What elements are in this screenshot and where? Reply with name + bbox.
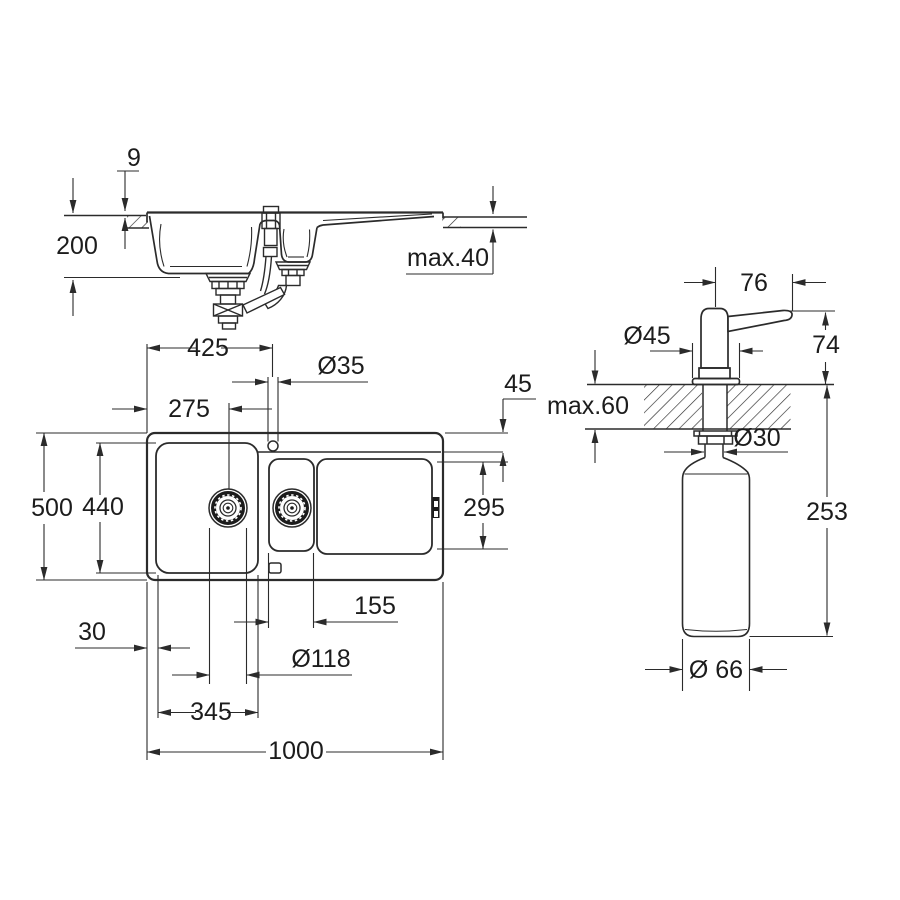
dim-overall-length: 1000 bbox=[146, 737, 444, 765]
dim-bowl-width: 345 bbox=[157, 698, 259, 726]
extension-lines bbox=[36, 344, 508, 760]
dim-bowl-depth: 200 bbox=[56, 178, 180, 316]
dim-bowl-length-label: 440 bbox=[82, 493, 124, 521]
dim-drain-cutout-dia-label: Ø118 bbox=[291, 645, 350, 673]
mounting-flange bbox=[691, 377, 741, 386]
dim-drainer-length: 295 bbox=[463, 461, 505, 550]
sink-profile bbox=[146, 211, 444, 275]
dim-bottle-dia-label: Ø 66 bbox=[689, 656, 743, 684]
dim-half-bowl-width: 155 bbox=[234, 592, 398, 626]
faucet-shank bbox=[259, 205, 281, 295]
dim-rim-height-label: 9 bbox=[127, 144, 141, 172]
faucet-hole bbox=[267, 440, 279, 452]
half-bowl-drain bbox=[272, 488, 312, 528]
drainer-area bbox=[316, 458, 433, 555]
main-bowl bbox=[155, 442, 259, 574]
dim-bowl-width-label: 345 bbox=[190, 698, 232, 726]
dim-faucet-hole-dia: Ø35 bbox=[232, 352, 368, 386]
dim-pump-height-label: 74 bbox=[812, 331, 840, 359]
mounting-hardware bbox=[693, 430, 738, 458]
dim-faucet-hole-dia-label: Ø35 bbox=[317, 352, 364, 380]
countertop-left bbox=[64, 214, 149, 229]
dim-spout-reach: 76 bbox=[684, 269, 826, 297]
pump-head bbox=[691, 307, 793, 386]
main-drain-flange bbox=[204, 272, 252, 283]
dim-drainer-length-label: 295 bbox=[463, 494, 505, 522]
sink-plan-view: 425 Ø35 275 45 500 440 bbox=[31, 334, 536, 765]
bottle-base-line bbox=[684, 628, 748, 632]
counter-hatch-right bbox=[442, 217, 461, 228]
mounting-nut bbox=[697, 435, 734, 445]
dim-pump-height: 74 bbox=[812, 312, 840, 385]
dim-flange-dia: Ø45 bbox=[623, 322, 763, 355]
drain-connector-pipe bbox=[242, 286, 286, 314]
main-bowl-profile bbox=[148, 215, 261, 275]
dim-drain-offset-label: 275 bbox=[168, 395, 210, 423]
counter-hatch-left bbox=[127, 216, 148, 228]
overflow-cutout bbox=[268, 562, 282, 574]
side-section-view: 9 200 max.40 bbox=[56, 144, 527, 330]
dim-rim-height: 9 bbox=[117, 144, 141, 249]
overflow-hose bbox=[259, 256, 267, 292]
dim-overall-width: 500 bbox=[31, 432, 73, 581]
half-bowl-drain-flange bbox=[274, 261, 312, 271]
dim-shaft-dia: Ø30 bbox=[664, 424, 788, 456]
dim-left-rim: 30 bbox=[75, 618, 190, 652]
dim-max-counter-60-label: max.60 bbox=[547, 392, 629, 420]
main-bowl-drain bbox=[208, 488, 248, 528]
dim-bottle-dia: Ø 66 bbox=[645, 656, 787, 684]
dim-max-counter-40-label: max.40 bbox=[407, 244, 489, 272]
bottle bbox=[681, 456, 751, 638]
dim-drain-cutout-dia: Ø118 bbox=[172, 645, 352, 679]
bowl-contour-lines bbox=[158, 213, 433, 268]
half-bowl bbox=[268, 458, 315, 552]
countertop-right bbox=[442, 216, 527, 229]
dim-drain-offset: 275 bbox=[112, 395, 272, 423]
drainer-clip bbox=[432, 497, 440, 518]
sink-outline bbox=[145, 431, 445, 582]
drain-plumbing bbox=[204, 261, 312, 330]
dim-bowl-depth-label: 200 bbox=[56, 232, 98, 260]
dim-flange-dia-label: Ø45 bbox=[623, 322, 670, 350]
dim-overall-width-label: 500 bbox=[31, 494, 73, 522]
drainer-profile bbox=[316, 215, 435, 229]
disp-extension-lines bbox=[681, 274, 835, 691]
dim-half-bowl-width-label: 155 bbox=[354, 592, 396, 620]
pump-collar bbox=[698, 367, 731, 380]
dim-bottle-length: 253 bbox=[806, 385, 848, 636]
counter-hatch-disp-right bbox=[727, 385, 791, 429]
dim-shaft-dia-label: Ø30 bbox=[733, 424, 780, 452]
dim-bottle-length-label: 253 bbox=[806, 498, 848, 526]
dim-max-counter-40: max.40 bbox=[406, 186, 497, 275]
dim-spout-reach-label: 76 bbox=[740, 269, 768, 297]
counter-hatch-disp-left bbox=[644, 385, 702, 429]
dim-faucet-offset-label: 425 bbox=[187, 334, 229, 362]
dispenser-countertop bbox=[585, 383, 834, 431]
dim-left-rim-label: 30 bbox=[78, 618, 106, 646]
dim-rear-ledge: 45 bbox=[499, 370, 536, 482]
dim-overall-length-label: 1000 bbox=[268, 737, 324, 765]
dim-max-counter-60: max.60 bbox=[547, 350, 629, 463]
dim-faucet-offset: 425 bbox=[146, 334, 273, 362]
pump-spout bbox=[727, 309, 793, 333]
dim-rear-ledge-label: 45 bbox=[504, 370, 532, 398]
soap-dispenser-view: 76 Ø45 74 max.60 Ø30 253 bbox=[547, 267, 848, 691]
dim-bowl-length: 440 bbox=[82, 442, 124, 574]
